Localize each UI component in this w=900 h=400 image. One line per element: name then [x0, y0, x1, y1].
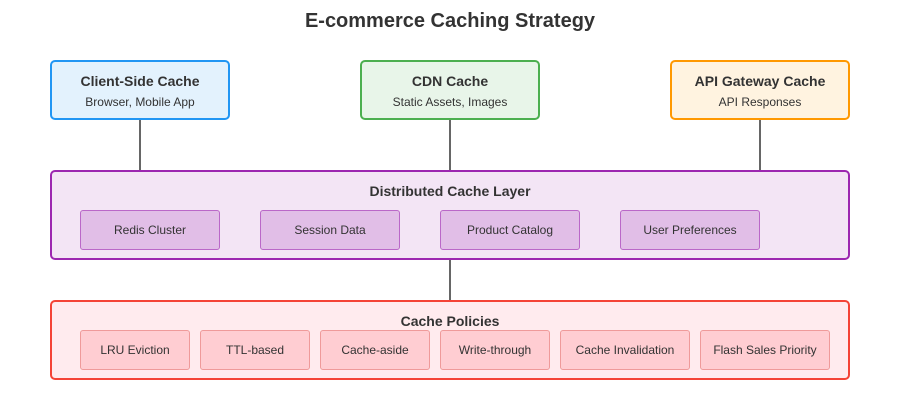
api-gateway-cache-box: API Gateway Cache API Responses	[670, 60, 850, 120]
policy-cache-aside: Cache-aside	[320, 330, 430, 370]
client-side-cache-box: Client-Side Cache Browser, Mobile App	[50, 60, 230, 120]
connector-gateway-to-distributed	[759, 120, 761, 170]
api-gateway-cache-title: API Gateway Cache	[694, 73, 826, 89]
cache-policies-layer: Cache Policies LRU Eviction TTL-based Ca…	[50, 300, 850, 380]
distributed-cache-layer: Distributed Cache Layer Redis Cluster Se…	[50, 170, 850, 260]
distributed-item-user-preferences: User Preferences	[620, 210, 760, 250]
client-side-cache-subtitle: Browser, Mobile App	[85, 95, 195, 109]
cache-policies-title: Cache Policies	[400, 313, 500, 329]
distributed-item-product-catalog: Product Catalog	[440, 210, 580, 250]
cdn-cache-title: CDN Cache	[411, 73, 489, 89]
policy-lru-eviction: LRU Eviction	[80, 330, 190, 370]
api-gateway-cache-subtitle: API Responses	[718, 95, 802, 109]
client-side-cache-title: Client-Side Cache	[80, 73, 200, 89]
diagram-title: E-commerce Caching Strategy	[304, 10, 596, 32]
distributed-item-redis-cluster: Redis Cluster	[80, 210, 220, 250]
policy-write-through: Write-through	[440, 330, 550, 370]
policy-flash-sales-priority: Flash Sales Priority	[700, 330, 830, 370]
policy-cache-invalidation: Cache Invalidation	[560, 330, 690, 370]
connector-cdn-to-distributed	[449, 120, 451, 170]
cdn-cache-box: CDN Cache Static Assets, Images	[360, 60, 540, 120]
policy-ttl-based: TTL-based	[200, 330, 310, 370]
connector-client-to-distributed	[139, 120, 141, 170]
distributed-item-session-data: Session Data	[260, 210, 400, 250]
connector-distributed-to-policies	[449, 260, 451, 300]
distributed-cache-layer-title: Distributed Cache Layer	[369, 183, 531, 199]
cdn-cache-subtitle: Static Assets, Images	[392, 95, 508, 109]
